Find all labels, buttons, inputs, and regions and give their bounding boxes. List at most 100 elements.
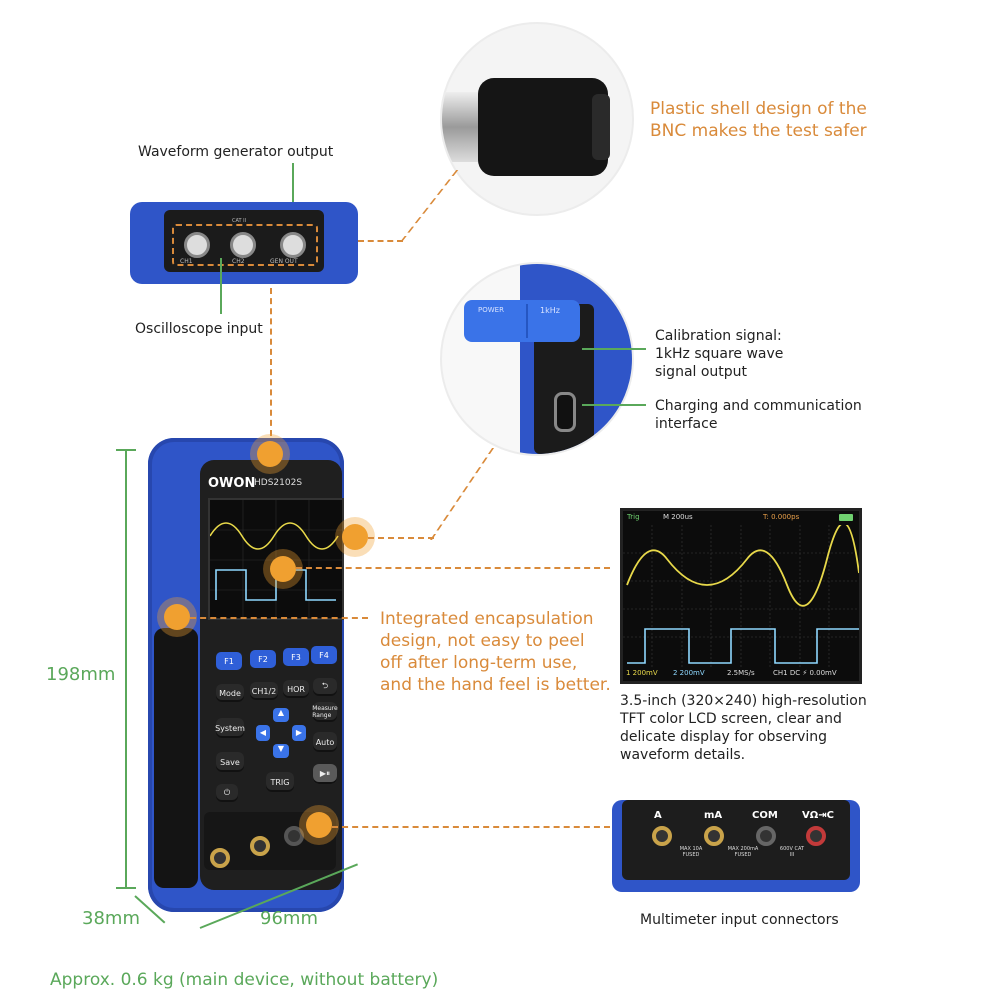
f4-key[interactable]: F4 — [311, 646, 337, 664]
arrow-left-icon: ◀ — [259, 728, 267, 737]
multimeter-connectors-label: Multimeter input connectors — [640, 912, 839, 928]
device-screen-waves — [209, 500, 342, 618]
back-key[interactable]: ⮌ — [313, 678, 337, 696]
mm-label-ma: mA — [704, 810, 723, 821]
label-leader-osc — [220, 258, 222, 314]
mode-key[interactable]: Mode — [216, 684, 244, 702]
measure-range-key[interactable]: Measure Range — [312, 702, 338, 722]
system-key[interactable]: System — [215, 718, 245, 738]
device-brand: OWON — [208, 476, 256, 491]
device-jack-com[interactable] — [284, 826, 304, 846]
mm-jack-ma[interactable] — [704, 826, 724, 846]
hotspot-screen — [270, 556, 296, 582]
mm-rating-200ma: MAX 200mA FUSED — [727, 846, 759, 858]
port-label-ch1: CH1 — [180, 258, 193, 265]
dim-height-cap-bottom — [116, 887, 136, 889]
connector-top-h — [358, 240, 403, 242]
calibration-signal-label: Calibration signal: 1kHz square wave sig… — [655, 328, 784, 380]
run-stop-key[interactable]: ▶⏸ — [313, 764, 337, 784]
footer-coupling: CH1 DC ⚡ 0.00mV — [773, 669, 837, 677]
status-trig: Trig — [627, 513, 640, 521]
trig-key[interactable]: TRIG — [266, 772, 294, 792]
top-end-panel: CH1 CH2 GEN OUT CAT II — [164, 210, 324, 272]
waveform-generator-label: Waveform generator output — [138, 144, 334, 160]
side-port-closeup-circle: POWER 1kHz — [440, 262, 634, 456]
f2-key[interactable]: F2 — [250, 650, 276, 668]
bnc-plastic-shell — [478, 78, 608, 176]
device-model: HDS2102S — [254, 478, 303, 488]
cap-divider — [526, 304, 528, 338]
arrow-right-icon: ▶ — [295, 728, 303, 737]
f1-key[interactable]: F1 — [216, 652, 242, 670]
top-end-view: CH1 CH2 GEN OUT CAT II — [130, 202, 358, 284]
dpad-left-button[interactable]: ◀ — [256, 725, 270, 741]
zoom-screen-waves — [623, 525, 859, 667]
usb-c-port[interactable] — [554, 392, 576, 432]
cap-label-1khz: 1kHz — [540, 306, 560, 315]
hotspot-screen-edge — [342, 524, 368, 550]
encapsulation-caption: Integrated encapsulation design, not eas… — [380, 609, 611, 695]
label-leader-gen — [292, 163, 294, 238]
auto-key[interactable]: Auto — [313, 732, 337, 752]
status-timebase: M 200us — [663, 513, 693, 521]
mm-label-v: VΩ⇥C — [802, 810, 834, 821]
mm-rating-600v: 600V CAT III — [779, 846, 805, 858]
hotspot-side — [164, 604, 190, 630]
bnc-gen-out[interactable] — [280, 232, 306, 258]
connector-screen — [296, 567, 610, 569]
leader-calibration — [582, 348, 646, 350]
mm-jack-com[interactable] — [756, 826, 776, 846]
port-mark-cat: CAT II — [232, 218, 247, 224]
top-ports-dashed-box — [172, 224, 318, 266]
power-key[interactable]: ⏻ — [216, 784, 238, 802]
dpad-right-button[interactable]: ▶ — [292, 725, 306, 741]
port-label-ch2: CH2 — [232, 258, 245, 265]
f3-key[interactable]: F3 — [283, 648, 309, 666]
arrow-down-icon: ▼ — [277, 744, 285, 753]
hor-key[interactable]: HOR — [283, 680, 309, 698]
mm-label-a: A — [654, 810, 662, 821]
footer-ch2: 2 200mV — [673, 669, 705, 677]
mm-jack-a[interactable] — [652, 826, 672, 846]
connector-vertical-left — [270, 288, 272, 436]
connector-jacks — [332, 826, 610, 828]
dim-height-cap-top — [116, 449, 136, 451]
oscilloscope-input-label: Oscilloscope input — [135, 321, 263, 337]
footer-rate: 2.5MS/s — [727, 669, 755, 677]
screen-description: 3.5-inch (320×240) high-resolution TFT c… — [620, 693, 867, 763]
bnc-metal-nut — [442, 92, 482, 162]
ch12-key[interactable]: CH1/2 — [250, 682, 278, 700]
rubber-port-cap[interactable]: POWER 1kHz — [464, 300, 580, 342]
footer-ch1: 1 200mV — [626, 669, 658, 677]
dim-height-line — [125, 450, 127, 888]
connector-side-diag — [430, 448, 497, 540]
connector-screen-edge — [368, 537, 434, 539]
bnc-shell-ridge — [592, 94, 610, 160]
mm-label-com: COM — [752, 810, 778, 821]
dpad: ▲ ▼ ◀ ▶ — [256, 708, 306, 758]
dim-height: 198mm — [46, 664, 116, 685]
dim-depth: 38mm — [82, 908, 140, 929]
bnc-ch2[interactable] — [230, 232, 256, 258]
hotspot-jacks — [306, 812, 332, 838]
leader-charging — [582, 404, 646, 406]
cap-label-power: POWER — [478, 306, 504, 314]
save-key[interactable]: Save — [216, 752, 244, 772]
dpad-down-button[interactable]: ▼ — [273, 744, 289, 758]
connector-side — [190, 617, 368, 619]
dpad-up-button[interactable]: ▲ — [273, 708, 289, 722]
play-pause-icon: ▶⏸ — [319, 769, 331, 778]
zoom-screen: Trig M 200us T: 0.000ps 1 200mV 2 200mV … — [620, 508, 862, 684]
bnc-ch1[interactable] — [184, 232, 210, 258]
device-side-grip — [154, 628, 198, 888]
mm-jack-v[interactable] — [806, 826, 826, 846]
bnc-closeup-circle — [440, 22, 634, 216]
zoom-screen-footer: 1 200mV 2 200mV 2.5MS/s CH1 DC ⚡ 0.00mV — [623, 667, 859, 681]
device-jack-a[interactable] — [210, 848, 230, 868]
dim-width: 96mm — [260, 908, 318, 929]
device-jack-ma[interactable] — [250, 836, 270, 856]
arrow-up-icon: ▲ — [277, 708, 285, 717]
battery-icon — [839, 514, 853, 521]
mm-rating-10a: MAX 10A FUSED — [679, 846, 703, 858]
zoom-screen-status: Trig M 200us T: 0.000ps — [623, 511, 859, 525]
